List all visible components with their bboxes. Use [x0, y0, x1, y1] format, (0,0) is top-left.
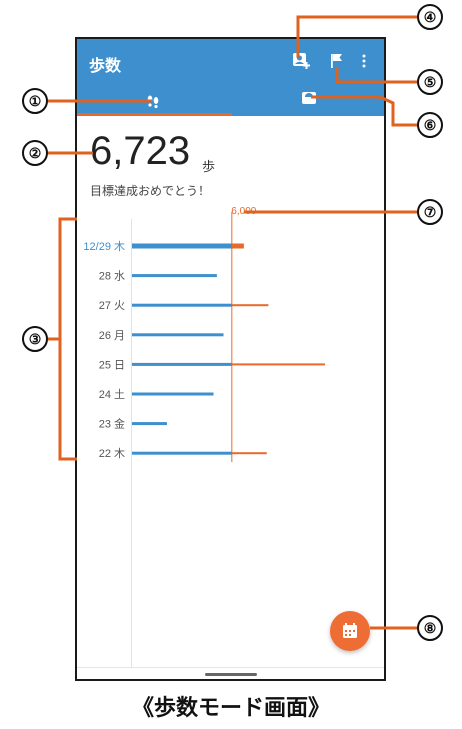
app-bar: 歩数 [77, 39, 384, 86]
chart-axis-line [131, 219, 132, 667]
app-title: 歩数 [89, 58, 122, 75]
callout-7: ⑦ [417, 199, 443, 225]
nav-handle[interactable] [205, 673, 257, 676]
callout-5: ⑤ [417, 69, 443, 95]
callout-1: ① [22, 88, 48, 114]
bar-below-goal[interactable] [132, 392, 214, 396]
goal-message: 目標達成おめでとう！ [90, 184, 211, 198]
bar-above-goal[interactable] [231, 304, 269, 307]
bar-above-goal[interactable] [231, 363, 325, 366]
bar-below-goal[interactable] [132, 451, 232, 455]
calendar-icon [343, 623, 357, 638]
bar-above-goal[interactable] [231, 243, 244, 249]
bar-below-goal[interactable] [132, 274, 217, 278]
calendar-button[interactable] [330, 611, 370, 651]
callout-2: ② [22, 140, 48, 166]
bar-label: 26 月 [99, 330, 125, 342]
callout-4: ④ [417, 4, 443, 30]
bar-label: 27 火 [99, 300, 125, 312]
flag-icon[interactable] [330, 53, 344, 74]
bar-label: 12/29 木 [83, 240, 125, 253]
bottom-divider [77, 667, 384, 668]
callout-8: ⑧ [417, 615, 443, 641]
bar-below-goal[interactable] [132, 243, 232, 249]
figure-caption: 《歩数モード画面》 [131, 695, 330, 720]
step-count: 6,723 [90, 129, 191, 173]
bar-label: 23 金 [99, 417, 125, 431]
callout-6: ⑥ [417, 112, 443, 138]
phone-screen: 歩数 [75, 37, 386, 681]
step-unit: 歩 [202, 159, 216, 174]
bar-label: 28 水 [99, 270, 125, 283]
bar-above-goal[interactable] [231, 452, 267, 455]
callout-3: ③ [22, 326, 48, 352]
bar-below-goal[interactable] [132, 362, 232, 366]
bar-label: 25 日 [99, 359, 125, 371]
bar-below-goal[interactable] [132, 333, 224, 337]
more-vert-icon[interactable] [361, 53, 367, 74]
bar-label: 22 木 [99, 447, 125, 460]
tab-indicator [77, 113, 232, 116]
tab-bar [77, 86, 384, 116]
bar-below-goal[interactable] [132, 303, 232, 307]
bar-below-goal[interactable] [132, 422, 167, 426]
bar-label: 24 土 [99, 388, 125, 401]
